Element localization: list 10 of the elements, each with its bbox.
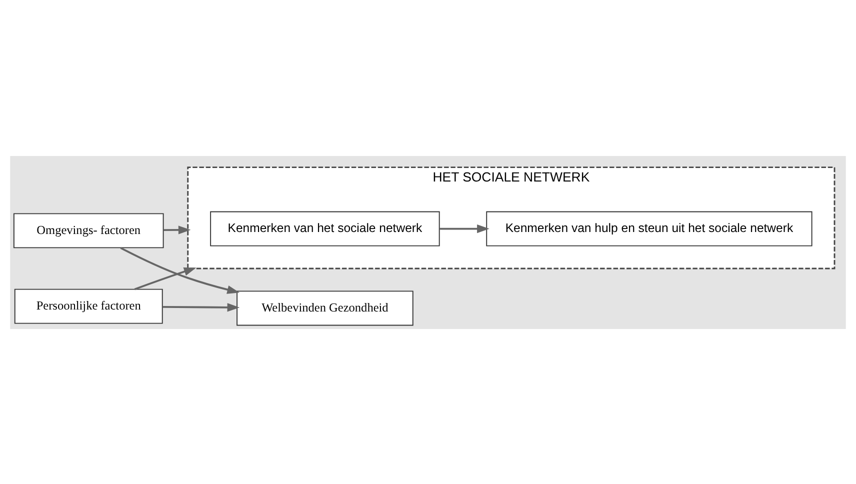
- arrow: [163, 225, 191, 234]
- node-box: Omgevings- factoren: [13, 212, 164, 248]
- arrow: [120, 246, 240, 294]
- arrow: [440, 224, 490, 233]
- node-box: Kenmerken van het sociale netwerk: [210, 210, 440, 246]
- node-box: Persoonlijke factoren: [14, 288, 163, 324]
- arrow: [162, 302, 240, 312]
- node-box: Welbevinden Gezondheid: [236, 290, 414, 326]
- arrow: [134, 266, 196, 290]
- node-box: Kenmerken van hulp en steun uit het sociale netwerk: [486, 210, 812, 246]
